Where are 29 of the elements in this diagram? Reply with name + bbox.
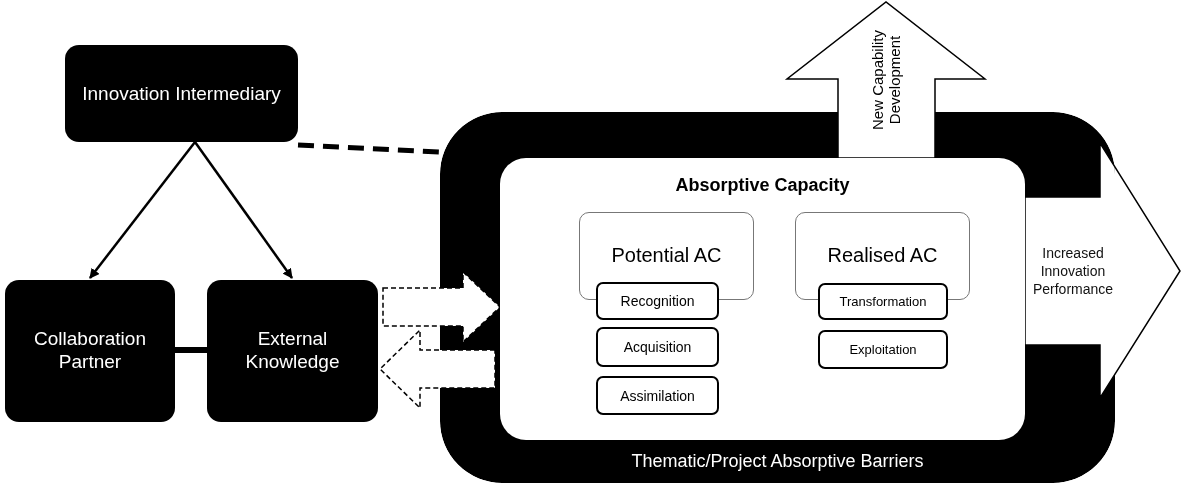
process-box [596, 327, 719, 367]
process-box [818, 283, 948, 320]
node-label: Collaboration Partner [33, 328, 147, 374]
node-label: External Knowledge [244, 328, 341, 374]
node-label: New Capability Development [868, 29, 904, 132]
frame-label: Thematic/Project Absorptive Barriers [630, 451, 925, 473]
node-label: Increased Innovation Performance [1031, 243, 1115, 299]
capacity-panel [500, 158, 1025, 440]
node-label: Exploitation [848, 341, 918, 358]
node-label: Recognition [619, 292, 696, 310]
process-box [65, 45, 298, 142]
node-label: Realised AC [826, 243, 939, 267]
arrow [194, 141, 293, 279]
process-box [207, 280, 378, 422]
node-label: Innovation Intermediary [81, 82, 282, 105]
block-arrow [382, 270, 502, 344]
process-box [596, 282, 719, 320]
arrow [89, 141, 196, 279]
process-box [596, 376, 719, 415]
node-label: Assimilation [619, 387, 696, 404]
connector-line [175, 347, 207, 353]
process-box [5, 280, 175, 422]
panel-title: Absorptive Capacity [674, 175, 851, 197]
node-label: Acquisition [622, 338, 693, 356]
node-label: Transformation [838, 293, 928, 310]
block-arrow [378, 328, 496, 410]
node-label: Potential AC [610, 243, 723, 267]
connector-line [297, 142, 441, 155]
process-box [818, 330, 948, 369]
